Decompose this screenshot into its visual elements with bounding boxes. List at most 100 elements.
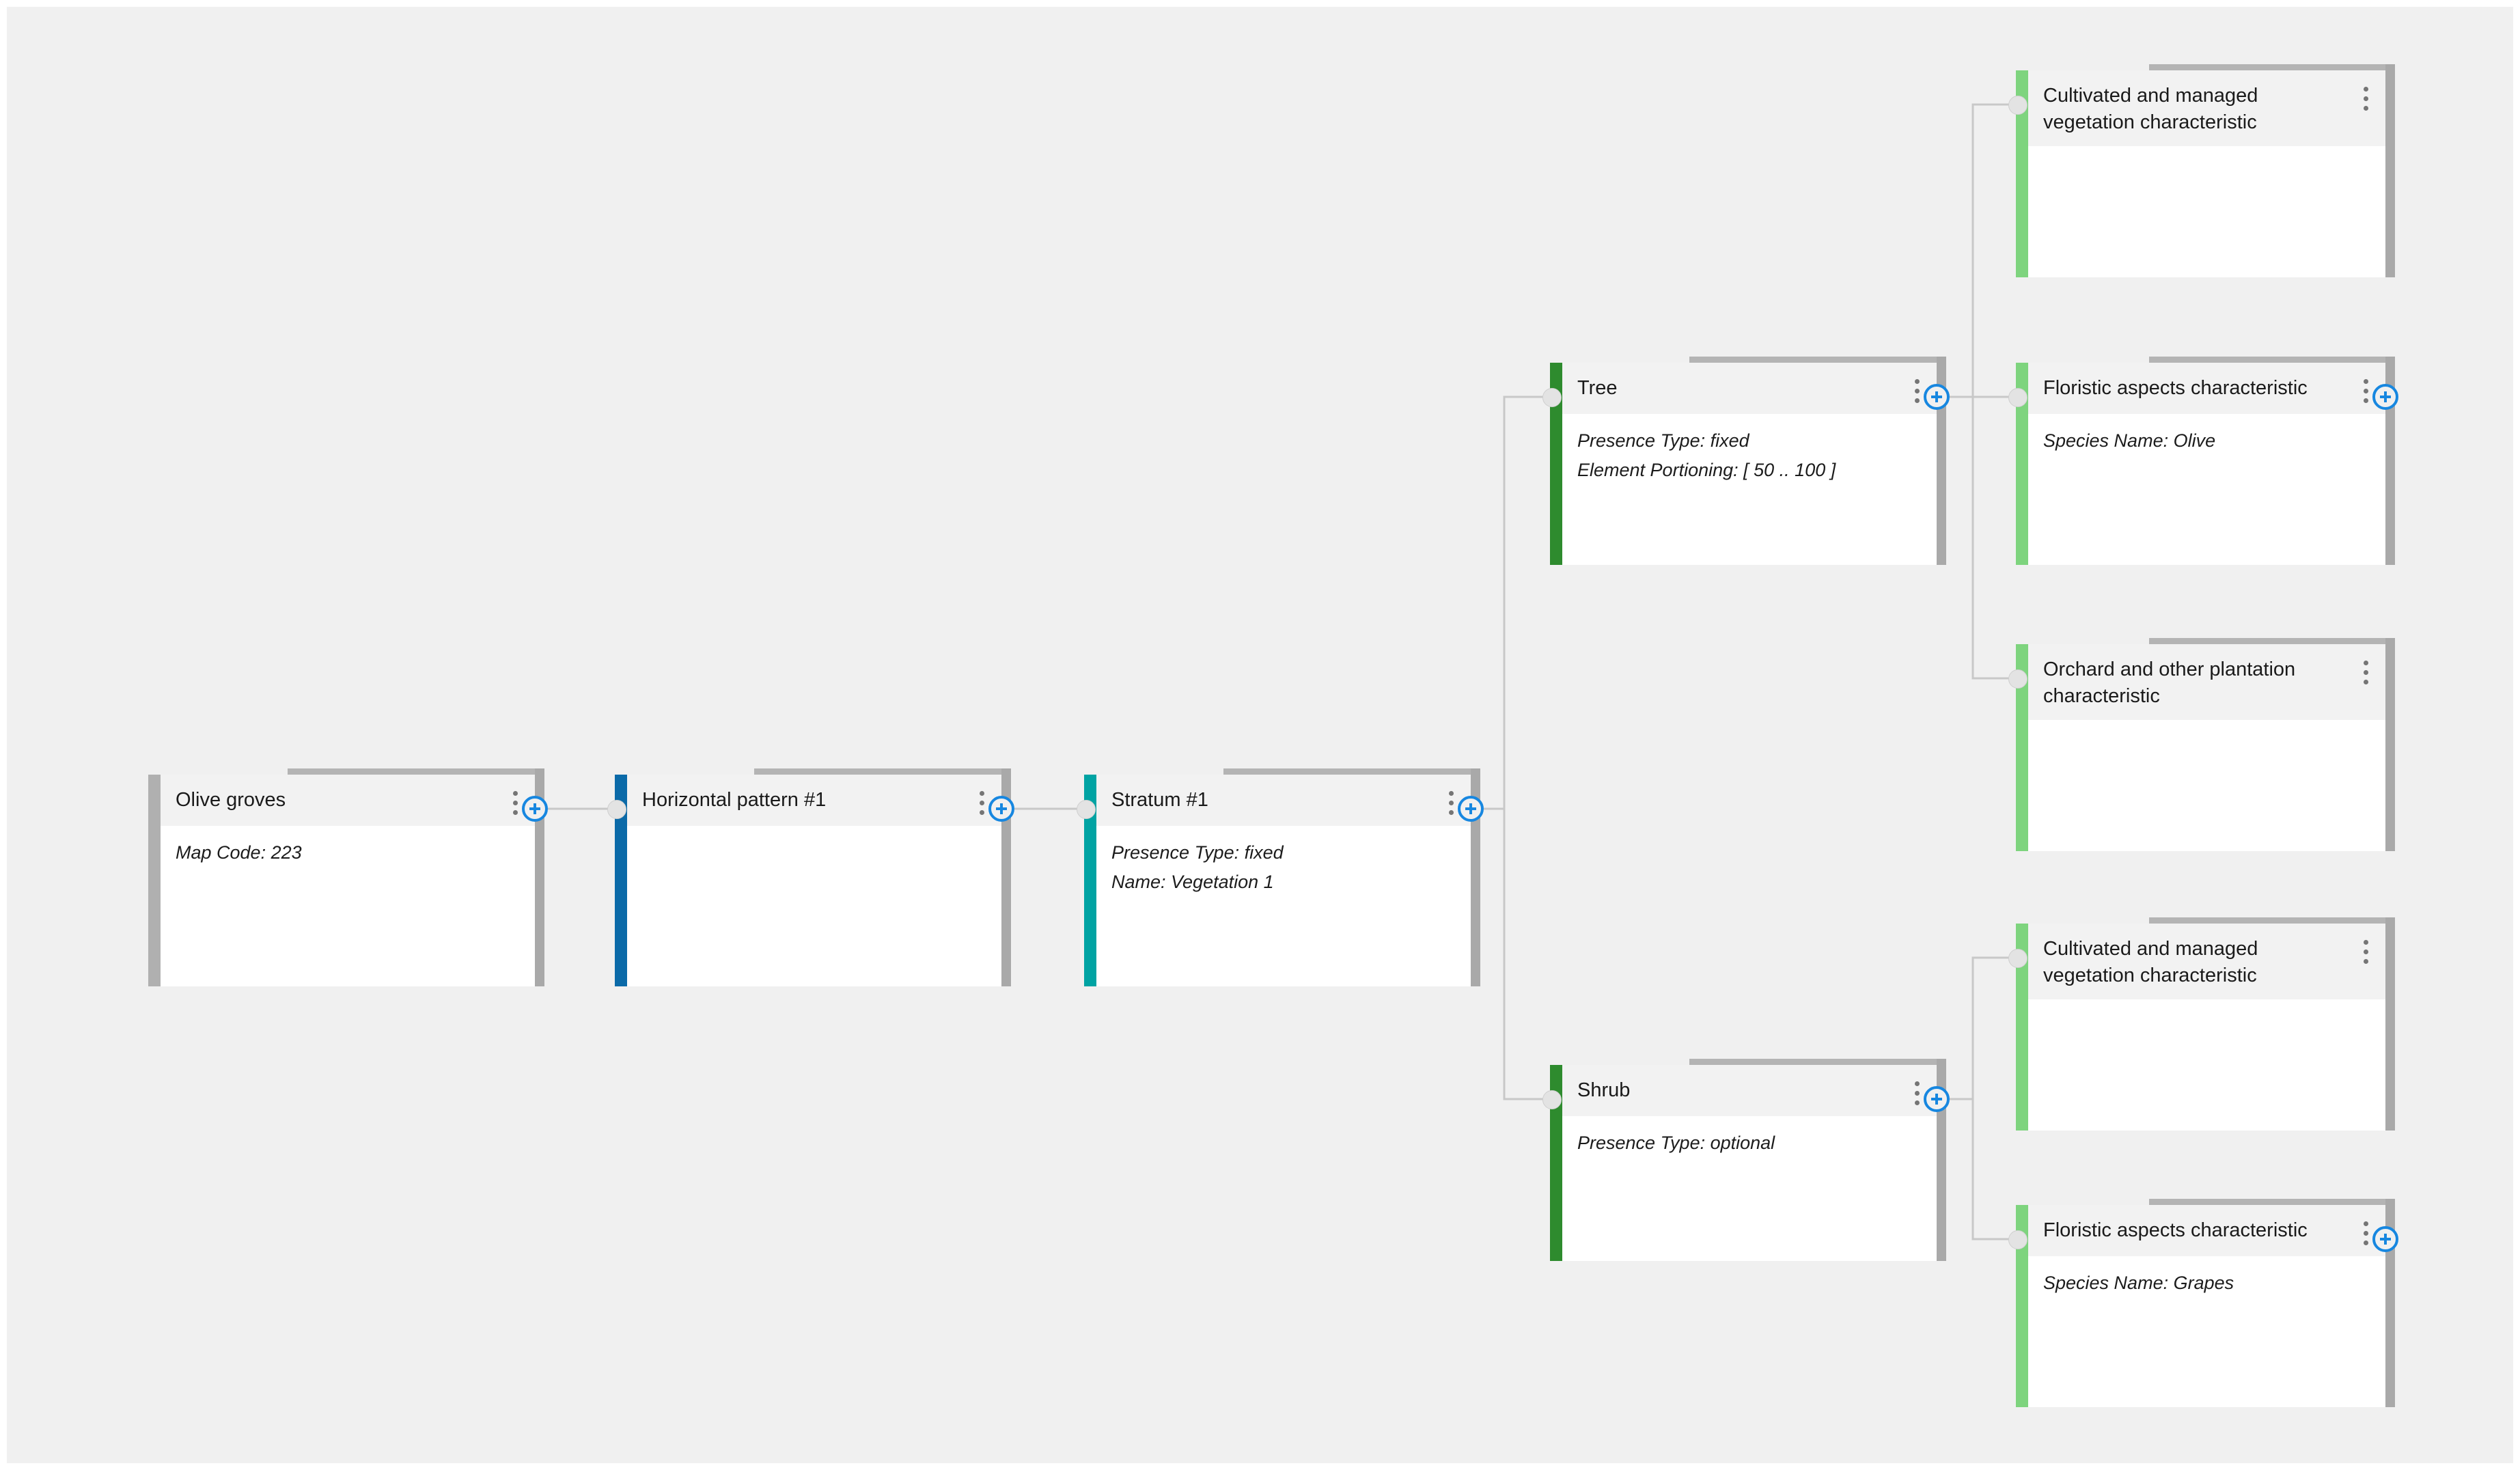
add-child-plus-icon[interactable] — [1458, 796, 1484, 822]
connector-tree-to-cultivated — [1950, 103, 2014, 398]
card-property: Element Portioning: [ 50 .. 100 ] — [1577, 460, 1836, 481]
more-vertical-icon[interactable] — [2355, 375, 2376, 403]
card-shadow-top — [754, 768, 1011, 775]
card-body: Horizontal pattern #1 — [615, 775, 1001, 986]
node-card[interactable]: Horizontal pattern #1 — [607, 768, 1014, 986]
node-card[interactable]: Cultivated and managed vegetation charac… — [2008, 64, 2395, 277]
node-card[interactable]: Cultivated and managed vegetation charac… — [2008, 917, 2395, 1131]
card-title: Cultivated and managed vegetation charac… — [2043, 938, 2258, 986]
card-shadow-right — [535, 768, 544, 986]
card-property: Map Code: 223 — [176, 842, 302, 863]
card-body: Cultivated and managed vegetation charac… — [2016, 924, 2385, 1131]
more-vertical-icon[interactable] — [1907, 1077, 1927, 1105]
connector-stratum-to-tree — [1484, 396, 1549, 810]
input-port-icon[interactable] — [2008, 669, 2027, 689]
add-child-plus-icon[interactable] — [522, 796, 548, 822]
card-header[interactable]: Tree — [1562, 363, 1937, 414]
connector-shrub-to-floristic-grapes — [1950, 1098, 2014, 1240]
add-child-plus-icon[interactable] — [1924, 384, 1950, 410]
more-vertical-icon[interactable] — [2355, 83, 2376, 111]
input-port-icon[interactable] — [1077, 800, 1096, 819]
card-header[interactable]: Shrub — [1562, 1065, 1937, 1116]
card-accent-bar — [1084, 775, 1096, 986]
card-accent-bar — [2016, 1205, 2028, 1407]
card-header[interactable]: Horizontal pattern #1 — [627, 775, 1001, 826]
card-shadow-right — [1001, 768, 1011, 986]
card-properties — [2028, 720, 2385, 851]
card-shadow-top — [1689, 357, 1946, 363]
card-properties — [627, 826, 1001, 986]
card-header[interactable]: Floristic aspects characteristic — [2028, 363, 2385, 414]
input-port-icon[interactable] — [2008, 949, 2027, 968]
card-shadow-top — [1223, 768, 1480, 775]
card-header[interactable]: Olive groves — [161, 775, 535, 826]
node-card[interactable]: Orchard and other plantation characteris… — [2008, 638, 2395, 851]
card-title: Orchard and other plantation characteris… — [2043, 658, 2296, 707]
card-header[interactable]: Cultivated and managed vegetation charac… — [2028, 924, 2385, 1000]
card-shadow-right — [2385, 64, 2395, 277]
card-body: Orchard and other plantation characteris… — [2016, 644, 2385, 851]
card-shadow-right — [2385, 638, 2395, 851]
connector-shrub-to-cultivated — [1950, 956, 2014, 1100]
more-vertical-icon[interactable] — [1441, 787, 1461, 815]
add-child-plus-icon[interactable] — [988, 796, 1014, 822]
card-shadow-top — [2149, 64, 2395, 70]
card-properties: Species Name: Olive — [2028, 414, 2385, 565]
more-vertical-icon[interactable] — [1907, 375, 1927, 403]
more-vertical-icon[interactable] — [505, 787, 525, 815]
more-vertical-icon[interactable] — [2355, 656, 2376, 684]
card-main: Orchard and other plantation characteris… — [2028, 644, 2385, 851]
card-properties — [2028, 999, 2385, 1131]
input-port-icon[interactable] — [2008, 388, 2027, 407]
card-properties: Presence Type: optional — [1562, 1116, 1937, 1261]
card-header[interactable]: Orchard and other plantation characteris… — [2028, 644, 2385, 721]
add-child-plus-icon[interactable] — [2372, 1226, 2398, 1252]
card-accent-bar — [1550, 1065, 1562, 1261]
input-port-icon[interactable] — [1542, 388, 1562, 407]
card-header[interactable]: Cultivated and managed vegetation charac… — [2028, 70, 2385, 147]
card-title: Tree — [1577, 377, 1618, 399]
add-child-plus-icon[interactable] — [1924, 1086, 1950, 1112]
input-port-icon[interactable] — [2008, 96, 2027, 115]
card-shadow-top — [288, 768, 544, 775]
card-title: Horizontal pattern #1 — [642, 789, 827, 811]
more-vertical-icon[interactable] — [2355, 1217, 2376, 1245]
card-shadow-top — [2149, 357, 2395, 363]
more-vertical-icon[interactable] — [971, 787, 992, 815]
input-port-icon[interactable] — [607, 800, 626, 819]
card-header[interactable]: Stratum #1 — [1096, 775, 1471, 826]
card-shadow-top — [2149, 1199, 2395, 1205]
add-child-plus-icon[interactable] — [2372, 384, 2398, 410]
card-title: Floristic aspects characteristic — [2043, 1219, 2308, 1241]
input-port-icon[interactable] — [1542, 1090, 1562, 1109]
card-main: Cultivated and managed vegetation charac… — [2028, 70, 2385, 277]
card-property: Name: Vegetation 1 — [1111, 872, 1274, 893]
card-accent-bar — [2016, 644, 2028, 851]
card-header[interactable]: Floristic aspects characteristic — [2028, 1205, 2385, 1256]
card-main: Horizontal pattern #1 — [627, 775, 1001, 986]
more-vertical-icon[interactable] — [2355, 936, 2376, 964]
card-properties: Map Code: 223 — [161, 826, 535, 986]
card-title: Cultivated and managed vegetation charac… — [2043, 85, 2258, 133]
card-accent-bar — [148, 775, 161, 986]
input-port-icon[interactable] — [2008, 1230, 2027, 1249]
connector-stratum-to-shrub — [1484, 807, 1549, 1100]
card-accent-bar — [2016, 70, 2028, 277]
card-title: Stratum #1 — [1111, 789, 1208, 811]
card-body: Cultivated and managed vegetation charac… — [2016, 70, 2385, 277]
card-property: Presence Type: optional — [1577, 1133, 1775, 1153]
